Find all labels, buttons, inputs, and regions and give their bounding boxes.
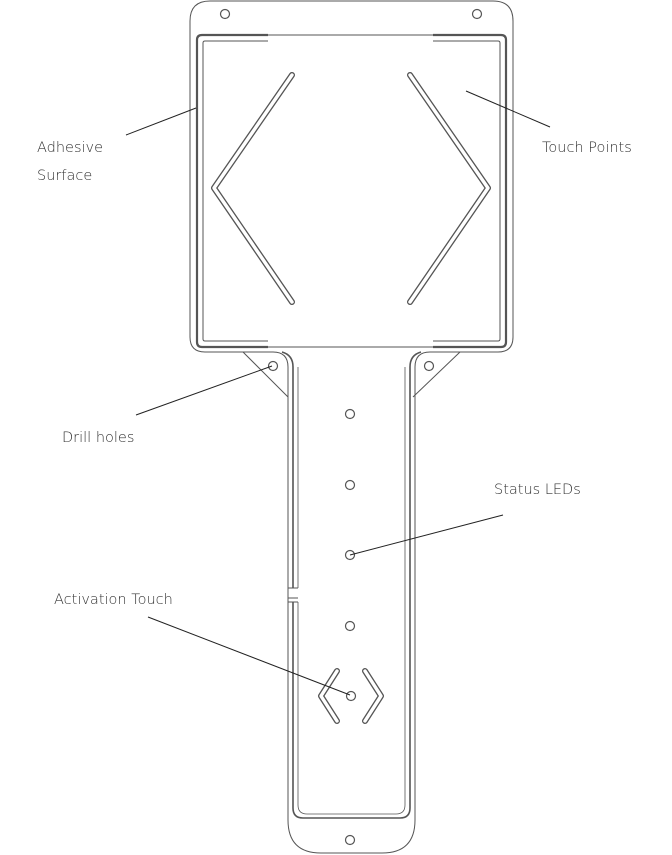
leader-drill-holes	[135, 365, 273, 416]
label-adhesive-line1: Adhesive	[37, 140, 104, 156]
status-led	[344, 408, 356, 420]
label-adhesive-line2: Surface	[37, 168, 93, 184]
label-touch-points: Touch Points	[542, 140, 632, 156]
activation-led	[345, 690, 357, 702]
activation-touch-chevrons	[318, 668, 384, 724]
drill-hole	[267, 360, 279, 372]
touch-point-right	[407, 72, 491, 305]
drill-hole	[423, 360, 435, 372]
leader-touch-points	[465, 90, 551, 128]
status-led	[344, 479, 356, 491]
label-status-leds: Status LEDs	[494, 482, 581, 498]
leader-activation	[147, 616, 351, 696]
label-activation-touch: Activation Touch	[54, 592, 173, 608]
label-drill-holes: Drill holes	[62, 430, 135, 446]
leader-adhesive	[125, 107, 197, 136]
drill-hole	[219, 8, 231, 20]
handle-trace	[281, 351, 422, 819]
leader-status-leds	[349, 514, 504, 556]
board-outline	[189, 0, 514, 854]
touch-point-left	[211, 72, 295, 305]
drill-hole	[344, 834, 356, 846]
transition-line-left	[242, 351, 289, 398]
drill-hole	[471, 8, 483, 20]
status-led	[344, 620, 356, 632]
adhesive-frame	[195, 33, 508, 349]
transition-line-right	[412, 351, 461, 398]
